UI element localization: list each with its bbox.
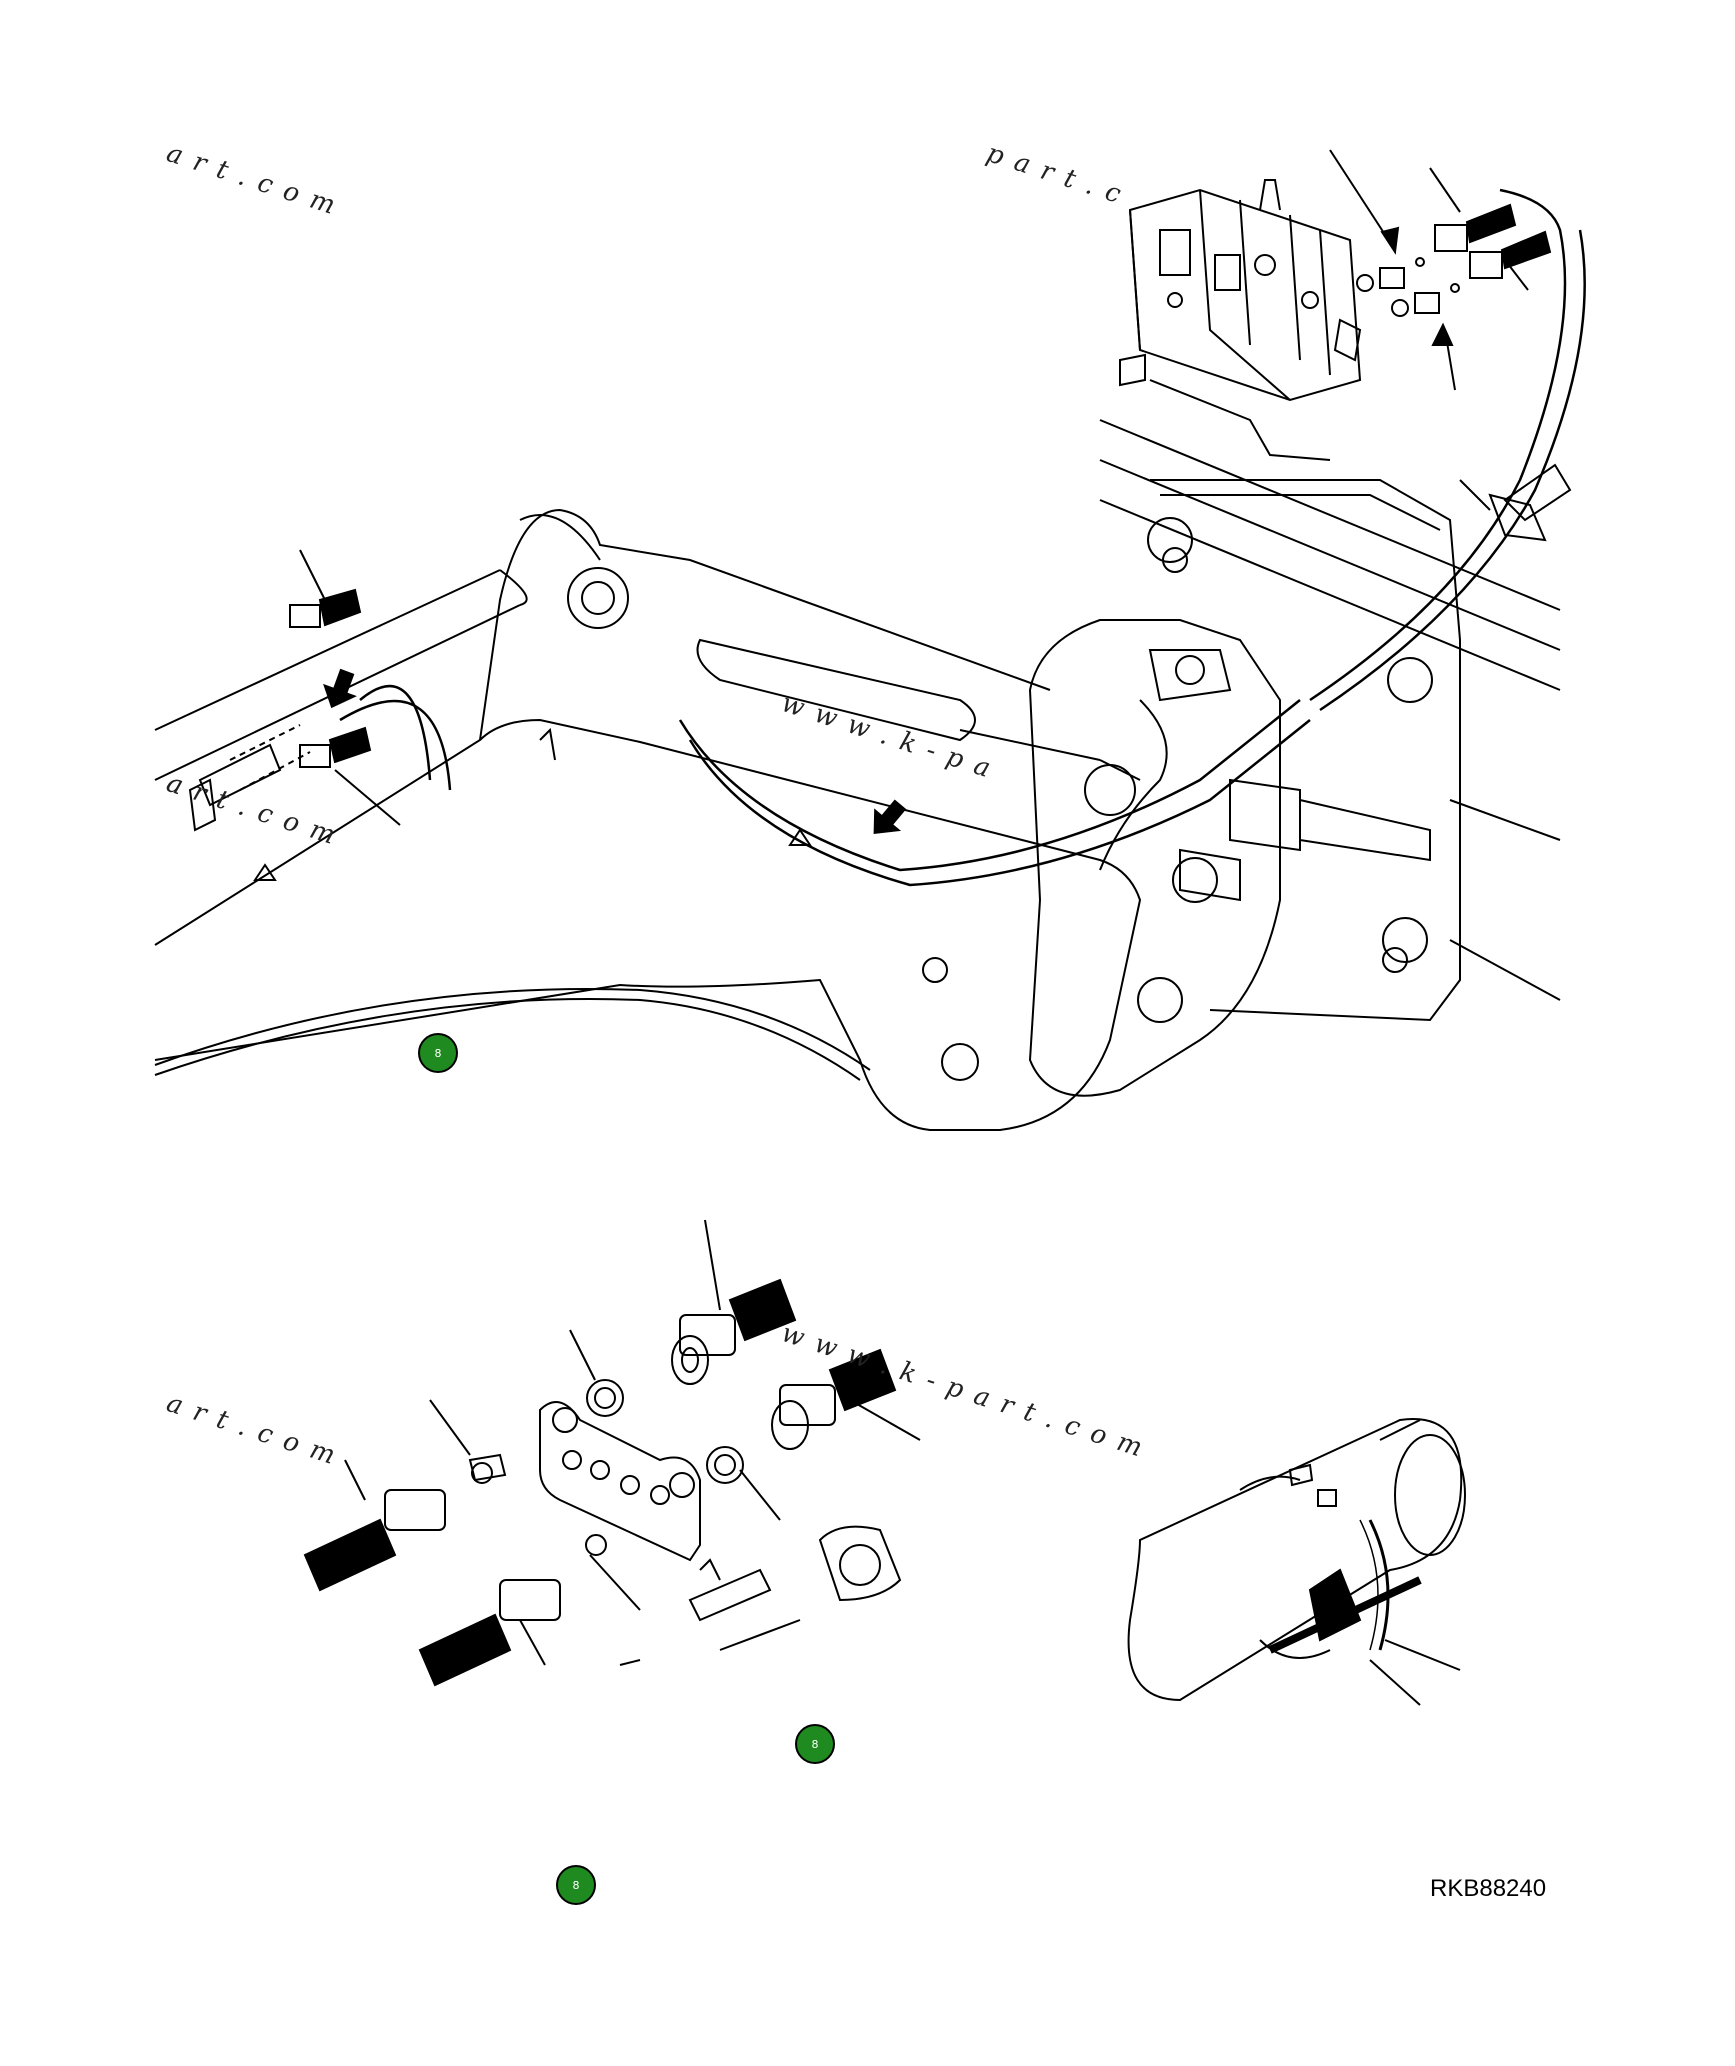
badge-label: 8 — [812, 1738, 819, 1751]
watermark-text-1: a r t . c o m — [163, 138, 341, 221]
watermark-text-4: a r t . c o m — [163, 768, 341, 851]
badge-2[interactable]: 8 — [795, 1724, 835, 1764]
watermark-text-5: w w w . k - p a r t . c o m — [778, 1318, 1148, 1464]
fitting-detail — [303, 1219, 921, 1687]
watermark-text-6: a r t . c o m — [163, 1388, 341, 1471]
valve-fittings — [1329, 149, 1552, 511]
boom-hose-ends — [188, 549, 401, 832]
boom-assembly — [154, 188, 1586, 1131]
control-valve-block — [1119, 179, 1362, 461]
drawing-code: RKB88240 — [1430, 1875, 1547, 1902]
badge-label: 8 — [573, 1879, 580, 1892]
badge-label: 8 — [435, 1047, 442, 1060]
watermark-text-2: p a r t . c — [983, 138, 1127, 210]
watermark-layer: a r t . c o m p a r t . c w w w . k - p … — [163, 138, 1148, 1471]
badge-3[interactable]: 8 — [556, 1865, 596, 1905]
badge-1[interactable]: 8 — [418, 1033, 458, 1073]
clamp-detail — [1127, 1418, 1466, 1706]
direction-arrows — [323, 668, 907, 835]
